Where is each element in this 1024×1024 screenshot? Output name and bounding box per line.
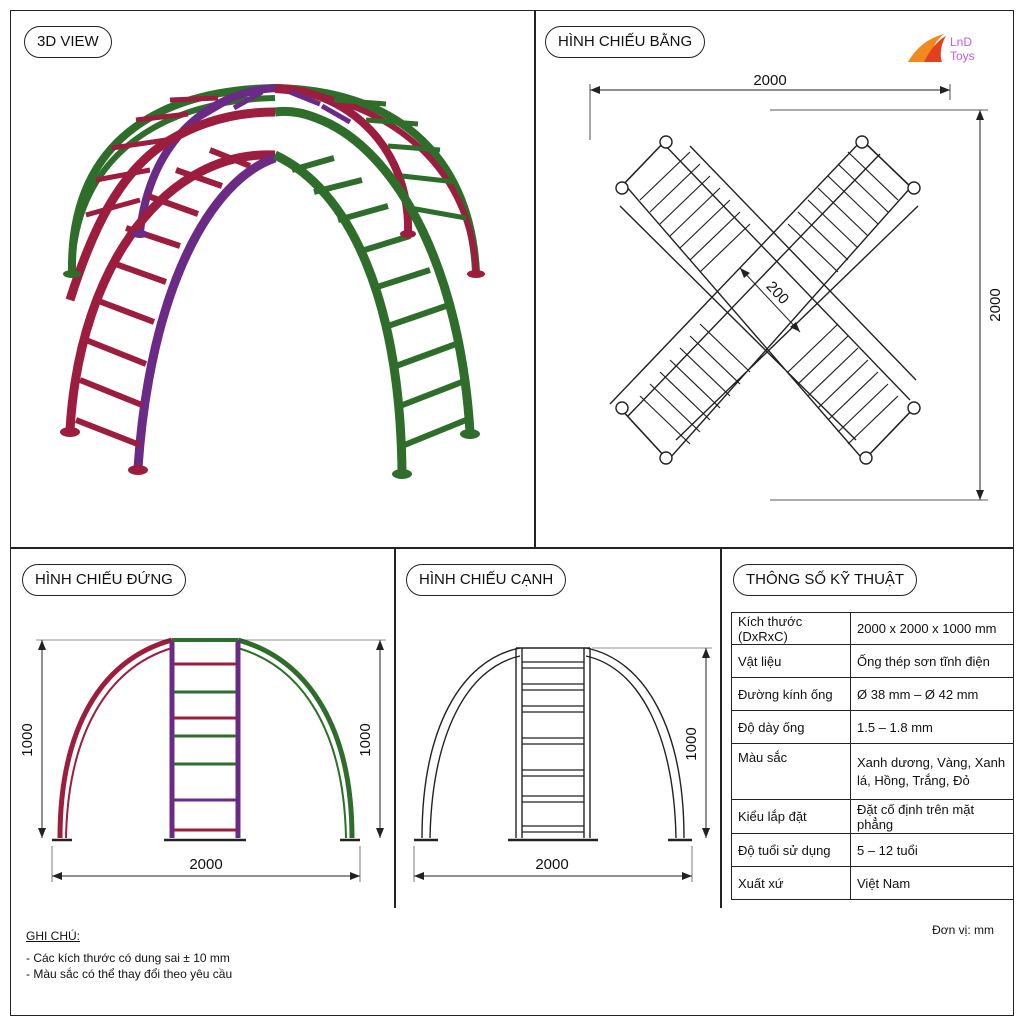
three-d-view bbox=[60, 83, 485, 479]
spec-key: Kiểu lắp đặt bbox=[731, 799, 851, 834]
spec-key: Độ dày ống bbox=[731, 710, 851, 744]
notes: GHI CHÚ: - Các kích thước có dung sai ± … bbox=[26, 928, 232, 982]
spec-key: Màu sắc bbox=[731, 743, 851, 800]
divider-horizontal bbox=[10, 547, 1014, 549]
spec-row: Kích thước (DxRxC)2000 x 2000 x 1000 mm bbox=[731, 612, 1014, 645]
spec-key: Độ tuổi sử dụng bbox=[731, 833, 851, 867]
label-spec: THÔNG SỐ KỸ THUẬT bbox=[733, 564, 918, 596]
dim-front-width: 2000 bbox=[189, 856, 222, 873]
side-view-drawing: 1000 2000 bbox=[413, 647, 712, 882]
spec-value: Ø 38 mm – Ø 42 mm bbox=[850, 677, 1014, 711]
spec-value: 2000 x 2000 x 1000 mm bbox=[850, 612, 1014, 645]
logo-text-1: LnD bbox=[950, 35, 972, 49]
spec-table: Kích thước (DxRxC)2000 x 2000 x 1000 mm … bbox=[731, 612, 1014, 900]
front-view-drawing: 1000 1000 2000 bbox=[19, 637, 386, 882]
brand-logo: LnD Toys bbox=[906, 28, 986, 68]
spec-value: Xanh dương, Vàng, Xanh lá, Hồng, Trắng, … bbox=[850, 743, 1014, 800]
dim-front-height-left: 1000 bbox=[19, 723, 36, 756]
base-plates bbox=[60, 230, 485, 479]
divider-bottom-1 bbox=[394, 548, 396, 908]
dim-side-width: 2000 bbox=[535, 856, 568, 873]
label-top-view: HÌNH CHIẾU BẰNG bbox=[545, 26, 706, 58]
label-front-view: HÌNH CHIẾU ĐỨNG bbox=[22, 564, 186, 596]
dim-top-center: 200 bbox=[763, 278, 793, 308]
spec-key: Xuất xứ bbox=[731, 866, 851, 900]
notes-line-2: - Màu sắc có thể thay đổi theo yêu cầu bbox=[26, 967, 233, 981]
logo-text-2: Toys bbox=[950, 49, 975, 63]
spec-value: 5 – 12 tuổi bbox=[850, 833, 1014, 867]
spec-value: Việt Nam bbox=[850, 866, 1014, 900]
spec-key: Đường kính ống bbox=[731, 677, 851, 711]
dim-front-height-right: 1000 bbox=[357, 723, 374, 756]
label-side-view: HÌNH CHIẾU CẠNH bbox=[406, 564, 567, 596]
notes-line-1: - Các kích thước có dung sai ± 10 mm bbox=[26, 951, 230, 965]
notes-title: GHI CHÚ: bbox=[26, 929, 80, 943]
spec-value: Đặt cố định trên mặt phẳng bbox=[850, 799, 1014, 834]
spec-value: Ống thép sơn tĩnh điện bbox=[850, 644, 1014, 678]
dim-side-height: 1000 bbox=[683, 727, 700, 760]
divider-top-vertical bbox=[534, 10, 536, 548]
divider-bottom-2 bbox=[720, 548, 722, 908]
top-view-drawing: 2000 2000 bbox=[589, 72, 1004, 501]
dim-top-height: 2000 bbox=[987, 288, 1004, 321]
unit-label: Đơn vị: mm bbox=[932, 923, 994, 937]
spec-key: Kích thước (DxRxC) bbox=[731, 612, 851, 645]
drawing-frame bbox=[10, 10, 1014, 1016]
dim-top-width: 2000 bbox=[753, 72, 786, 89]
spec-key: Vật liệu bbox=[731, 644, 851, 678]
label-3d-view: 3D VIEW bbox=[24, 26, 112, 58]
spec-value: 1.5 – 1.8 mm bbox=[850, 710, 1014, 744]
